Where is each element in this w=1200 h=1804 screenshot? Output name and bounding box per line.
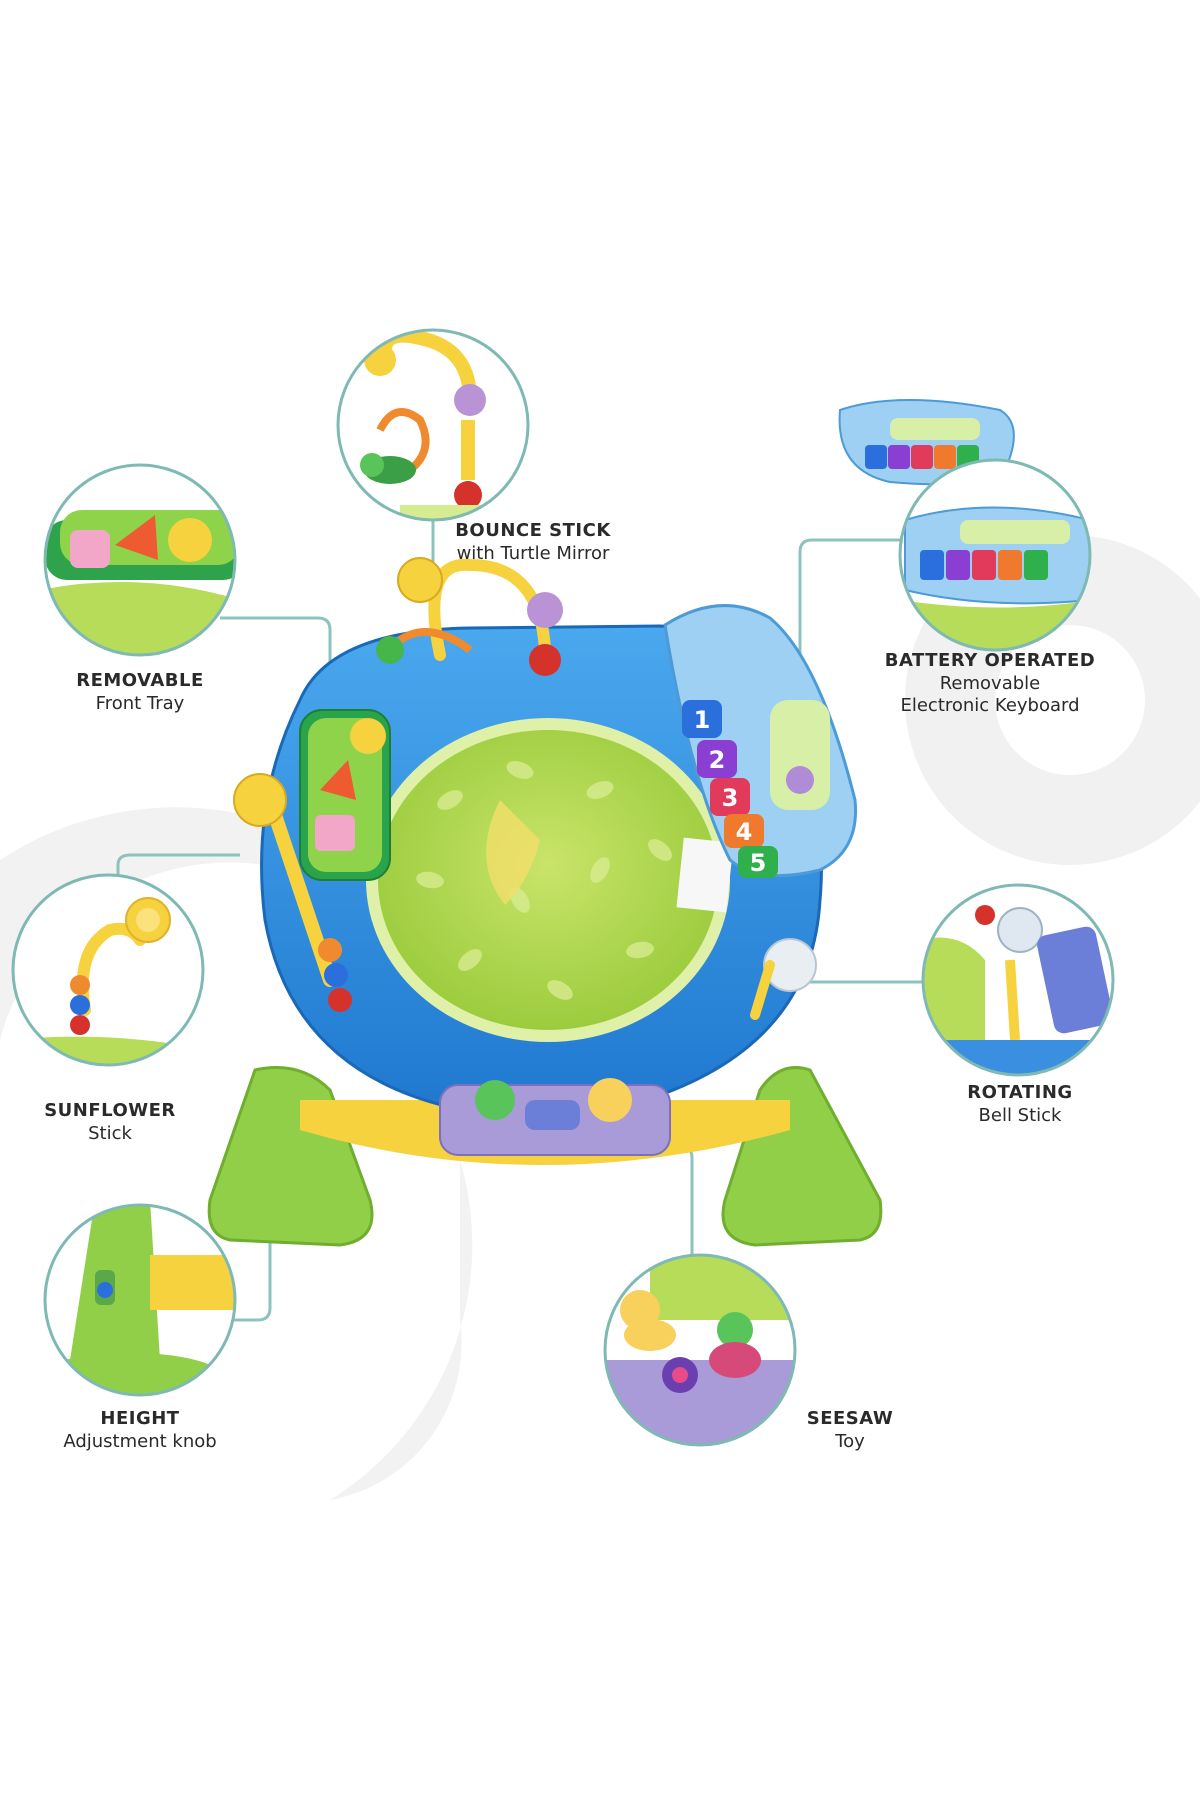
callout-subtitle: Toy [835, 1430, 865, 1452]
callout-front-tray: REMOVABLE Front Tray [40, 670, 240, 715]
bounce-stick-detail [336, 328, 530, 522]
callout-seesaw: SEESAW Toy [770, 1408, 930, 1453]
callout-title: BATTERY OPERATED [884, 650, 1096, 671]
keyboard-detail [838, 399, 1092, 652]
kb-key-3: 3 [722, 784, 739, 812]
callout-title: BOUNCE STICK [455, 520, 611, 541]
callout-height-knob: HEIGHT Adjustment knob [40, 1408, 240, 1453]
callout-subtitle: Front Tray [95, 692, 185, 714]
sunflower-stick-detail [11, 873, 205, 1067]
callout-title: REMOVABLE [76, 670, 204, 691]
callout-bounce-stick: BOUNCE STICK with Turtle Mirror [408, 520, 658, 565]
front-tray-detail [43, 463, 237, 657]
keyboard-keys [682, 700, 778, 878]
callout-title: HEIGHT [100, 1408, 180, 1429]
bouncer-main: 1 2 3 4 5 [207, 557, 883, 1247]
kb-key-1: 1 [694, 706, 711, 734]
callout-title: ROTATING [967, 1082, 1073, 1103]
callout-keyboard: BATTERY OPERATED Removable Electronic Ke… [860, 650, 1120, 718]
bell-stick-detail [921, 883, 1115, 1077]
callout-subtitle: Removable Electronic Keyboard [900, 672, 1080, 717]
kb-key-4: 4 [736, 818, 753, 846]
kb-key-2: 2 [709, 746, 726, 774]
callout-sunflower: SUNFLOWER Stick [20, 1100, 200, 1145]
kb-key-5: 5 [750, 849, 767, 877]
callout-subtitle: Stick [88, 1122, 132, 1144]
callout-title: SEESAW [806, 1408, 894, 1429]
callout-title: SUNFLOWER [44, 1100, 176, 1121]
callout-bell-stick: ROTATING Bell Stick [930, 1082, 1110, 1127]
callout-subtitle: Adjustment knob [63, 1430, 217, 1452]
callout-subtitle: with Turtle Mirror [456, 542, 610, 564]
height-knob-detail [43, 1203, 237, 1397]
callout-subtitle: Bell Stick [978, 1104, 1062, 1126]
